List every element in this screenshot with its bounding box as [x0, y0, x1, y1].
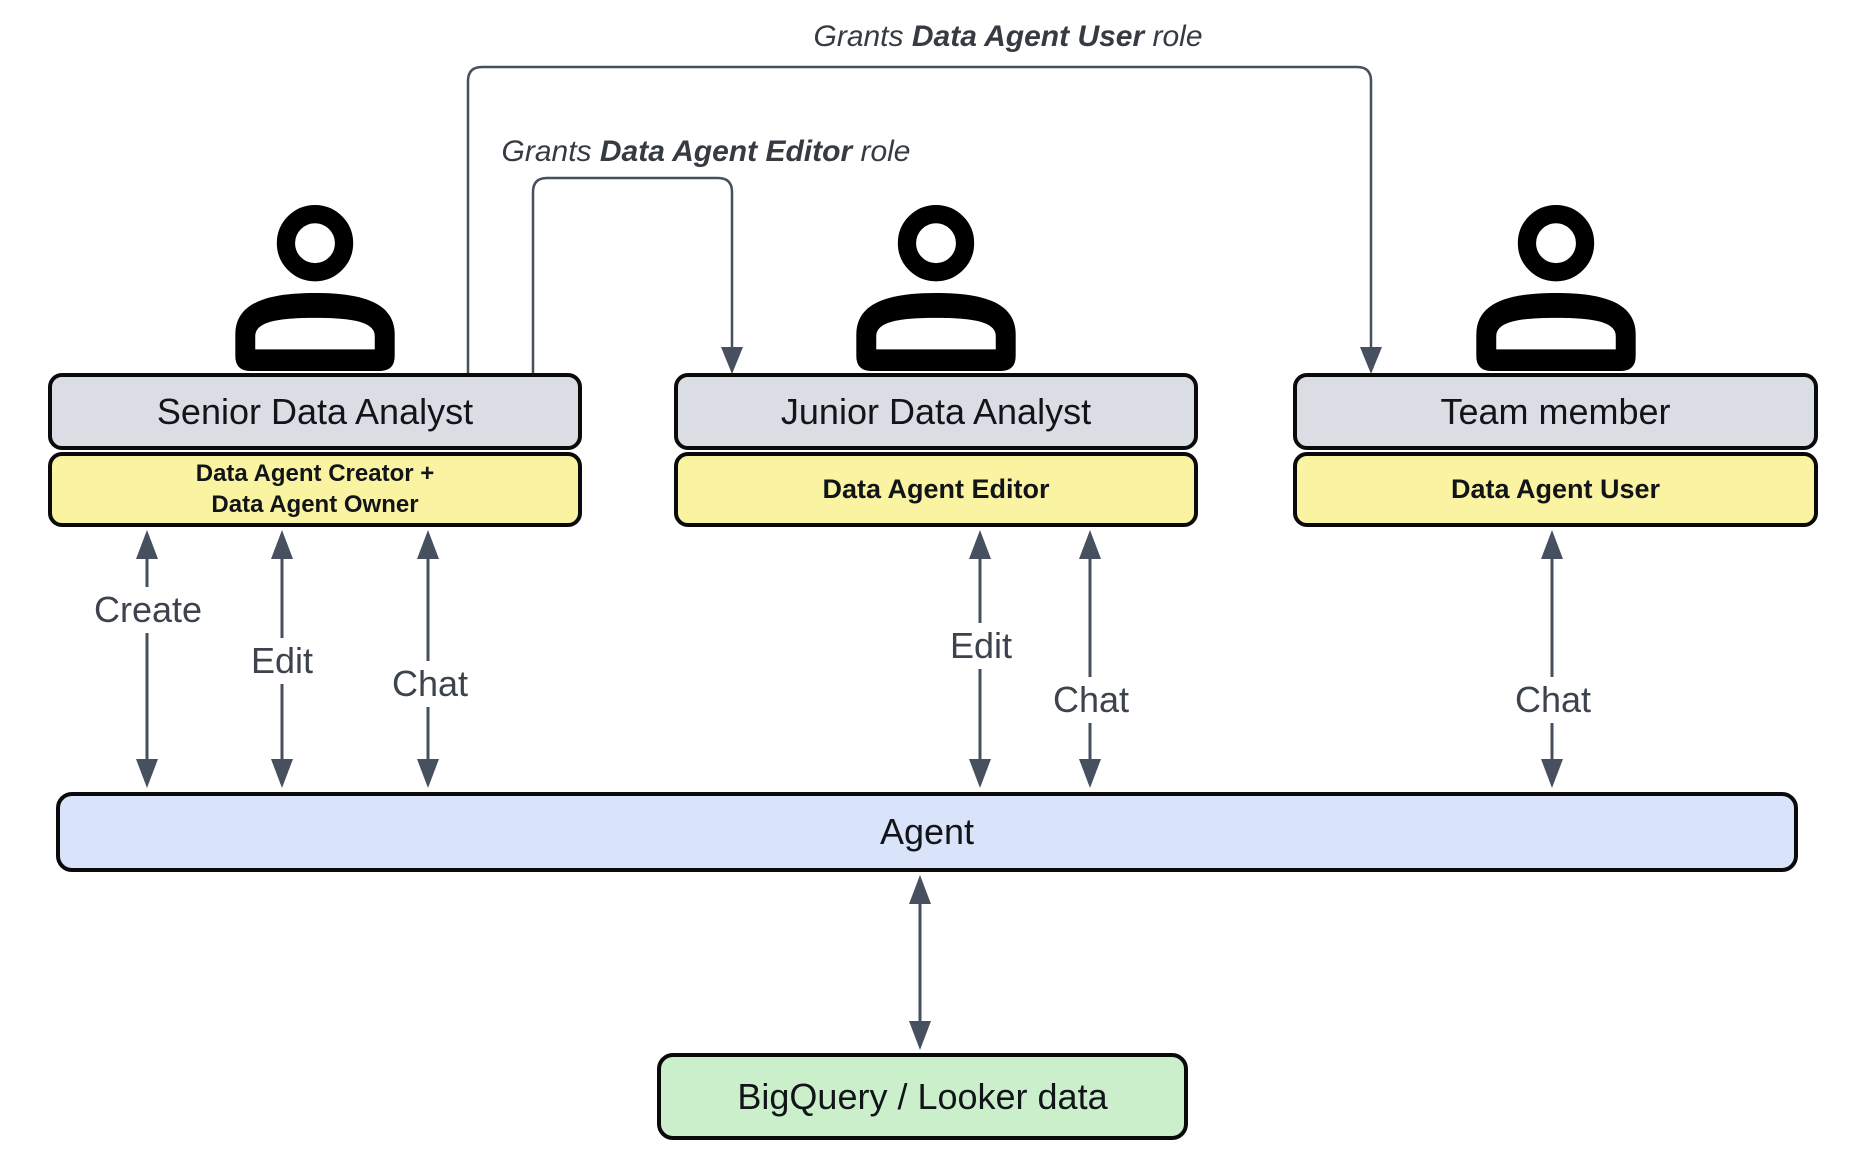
- role-line: Data Agent Editor: [822, 474, 1050, 505]
- grant-user-role-label: Grants Data Agent User role: [807, 20, 1209, 54]
- actor-role-box: Data Agent Creator + Data Agent Owner: [48, 452, 582, 527]
- chat-arrow-senior: [417, 530, 439, 788]
- grant-editor-prefix: Grants: [501, 135, 600, 168]
- actor-role-box: Data Agent Editor: [674, 452, 1198, 527]
- person-icon: [235, 205, 395, 371]
- grant-user-suffix: role: [1144, 20, 1203, 53]
- role-line: Data Agent User: [1450, 474, 1661, 505]
- agent-datasource-arrow: [909, 875, 931, 1050]
- agent-label: Agent: [879, 811, 975, 852]
- agent-bar: Agent: [56, 792, 1798, 872]
- grant-user-prefix: Grants: [813, 20, 912, 53]
- person-icon: [856, 205, 1016, 371]
- grant-editor-suffix: role: [852, 135, 911, 168]
- create-label: Create: [85, 587, 211, 633]
- actor-name-box: Team member: [1293, 373, 1818, 450]
- actor-name-box: Senior Data Analyst: [48, 373, 582, 450]
- grant-editor-role-name: Data Agent Editor: [599, 135, 853, 168]
- edit-label-junior: Edit: [941, 623, 1021, 669]
- datasource-box: BigQuery / Looker data: [657, 1053, 1188, 1140]
- create-arrow: [136, 530, 158, 788]
- datasource-label: BigQuery / Looker data: [737, 1075, 1108, 1117]
- actor-role-box: Data Agent User: [1293, 452, 1818, 527]
- grant-editor-role-label: Grants Data Agent Editor role: [495, 135, 917, 169]
- grant-user-connector: [466, 65, 1382, 374]
- role-line: Data Agent Owner: [211, 490, 419, 518]
- edit-label-senior: Edit: [242, 638, 322, 684]
- grant-user-role-name: Data Agent User: [911, 20, 1145, 53]
- grant-editor-connector: [531, 176, 743, 374]
- chat-label-junior: Chat: [1044, 677, 1138, 723]
- actor-name-box: Junior Data Analyst: [674, 373, 1198, 450]
- chat-arrow-team: [1541, 530, 1563, 788]
- person-icon: [1475, 205, 1636, 371]
- chat-arrow-junior: [1079, 530, 1101, 788]
- role-line: Data Agent Creator +: [195, 459, 435, 487]
- chat-label-team: Chat: [1506, 677, 1600, 723]
- chat-label-senior: Chat: [383, 661, 477, 707]
